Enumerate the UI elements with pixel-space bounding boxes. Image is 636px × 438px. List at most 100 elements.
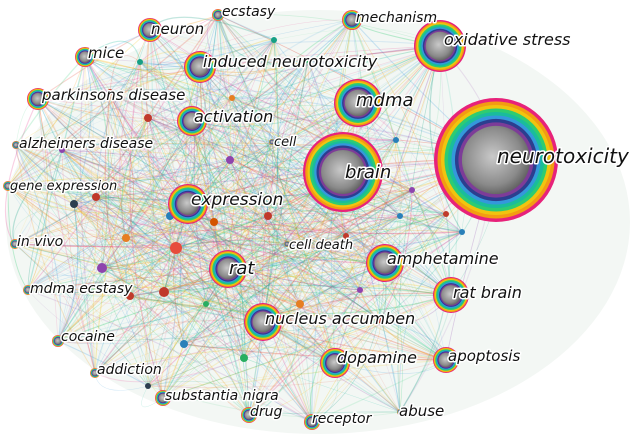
edge-mdma-ecstasy-dot-10 [27,195,261,291]
node-core [307,417,317,427]
edge-ecstasy-dot-8 [217,14,232,161]
node-mdma[interactable] [334,79,382,127]
label-substantia-nigra: substantia nigra [165,388,279,404]
edge-cocaine-dot-13 [57,303,207,342]
node-core [398,410,402,414]
minor-node [343,233,349,239]
edge-rat-dot-20 [227,215,401,270]
edge-in-vivo-dot-14 [14,243,245,359]
edge-dot-0-dot-31 [95,196,149,387]
node-oxidative-stress[interactable] [414,20,466,72]
node-core [12,241,18,247]
node-cocaine[interactable] [52,335,64,347]
edge-dot-14-dot-30 [243,289,361,359]
edge-nucleus-accumben-dot-0 [95,196,264,323]
edge-abuse-dot-13 [205,303,401,413]
edge-mdma-dot-12 [183,102,359,345]
node-core [326,354,344,372]
node-nucleus-accumben[interactable] [244,303,282,341]
edge-substantia-nigra-dot-0 [95,196,164,399]
node-addiction[interactable] [90,368,100,378]
node-core [177,193,199,215]
edge-dot-18-dot-19 [61,91,111,151]
edge-dot-2-dot-19 [109,91,269,217]
node-alzheimers-disease[interactable] [12,141,20,149]
edge-gene-expression-dot-13 [7,185,207,305]
edge-induced-neurotoxicity-receptor [199,66,313,423]
edge-activation-dot-18 [61,114,193,151]
label-induced-neurotoxicity: induced neurotoxicity [203,52,378,71]
edge-oxidative-stress-dot-11 [139,40,441,63]
edge-amphetamine-dot-17 [129,262,386,300]
edge-amphetamine-dot-31 [147,262,386,387]
node-neurotoxicity[interactable] [434,98,558,222]
node-amphetamine[interactable] [366,244,404,282]
node-activation[interactable] [177,106,207,136]
edge-drug-dot-15 [248,303,301,416]
edge-mdma-rat-brain [357,102,452,296]
edge-alzheimers-disease-cell [15,141,273,157]
node-in-vivo[interactable] [10,239,20,249]
edge-activation-apoptosis [191,120,447,361]
edge-mechanism-parkinsons-disease [37,19,353,100]
label-apoptosis: apoptosis [448,347,520,365]
edge-induced-neurotoxicity-dot-27 [199,66,397,141]
edge-expression-ecstasy [187,14,219,205]
edge-apoptosis-cell-death [286,243,447,361]
node-mdma-ecstasy[interactable] [23,285,33,295]
edge-mdma-parkinsons-disease [37,88,359,104]
node-substantia-nigra[interactable] [155,390,171,406]
node-cell-death[interactable] [284,241,290,247]
label-in-vivo: in vivo [17,234,63,250]
edge-cell-death-dot-30 [286,243,361,293]
node-brain[interactable] [303,132,383,212]
edge-induced-neurotoxicity-dot-20 [199,66,401,217]
node-apoptosis[interactable] [433,347,459,373]
edge-nucleus-accumben-in-vivo [14,243,264,323]
node-mechanism[interactable] [342,10,362,30]
edge-dot-4-dot-18 [61,149,165,293]
edge-nucleus-accumben-dot-3 [101,267,264,323]
node-cell[interactable] [269,139,275,145]
node-induced-neurotoxicity[interactable] [184,51,216,83]
node-abuse[interactable] [397,409,403,415]
edge-abuse-dot-23 [399,231,463,413]
node-mice[interactable] [75,47,95,67]
node-dopamine[interactable] [320,348,350,378]
edge-alzheimers-disease-dot-14 [15,144,245,359]
edge-dopamine-dot-21 [334,189,413,364]
edge-dot-3-dot-17 [101,267,135,297]
label-gene-expression: gene expression [10,179,117,194]
edge-substantia-nigra-dot-4 [144,291,165,399]
edge-dot-1-dot-15 [147,117,301,305]
edge-nucleus-accumben-dot-7 [73,203,264,323]
edge-oxidative-stress-addiction [94,45,441,374]
node-neuron[interactable] [138,18,162,42]
node-gene-expression[interactable] [3,181,13,191]
edge-expression-mice [84,56,189,205]
edge-oxidative-stress-cocaine [57,45,441,342]
node-core [346,14,358,26]
node-ecstasy[interactable] [212,9,224,21]
node-parkinsons-disease[interactable] [27,88,49,110]
node-rat-brain[interactable] [433,277,469,313]
node-expression[interactable] [168,184,208,224]
edge-mechanism-dot-6 [169,19,353,217]
edge-in-vivo-dot-15 [14,243,301,305]
edge-amphetamine-dot-7 [73,203,386,264]
node-drug[interactable] [241,407,257,423]
edge-expression-dot-7 [73,185,189,205]
edge-dot-15-dot-29 [299,235,347,305]
edge-drug-dot-17 [129,295,250,416]
edge-mechanism-dot-21 [351,19,413,191]
edge-rat-brain-substantia-nigra [162,294,452,399]
edge-dot-13-dot-22 [205,213,447,305]
node-rat[interactable] [209,250,247,288]
node-receptor[interactable] [304,414,320,430]
minor-node [144,114,152,122]
edge-substantia-nigra-dot-5 [162,247,191,399]
edge-oxidative-stress-expression [187,45,441,205]
edge-receptor-dot-18 [61,149,313,423]
edge-addiction-dot-11 [94,61,142,374]
edge-rat-mdma-ecstasy [27,268,229,291]
